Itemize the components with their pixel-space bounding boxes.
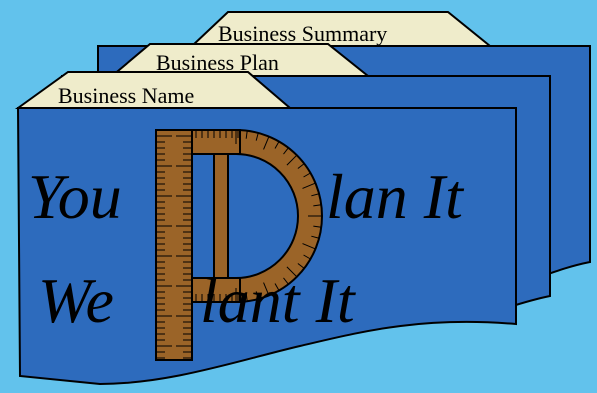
slogan-plan-it: lan It bbox=[326, 161, 465, 232]
ruler-p-icon bbox=[155, 129, 323, 361]
slogan-plant-it: lant It bbox=[200, 265, 357, 336]
middle-folder-tab-label: Business Plan bbox=[156, 50, 279, 75]
slogan-you: You bbox=[28, 161, 122, 232]
slogan-we: We bbox=[38, 265, 114, 336]
back-folder-tab-label: Business Summary bbox=[218, 21, 387, 46]
front-folder-tab-label: Business Name bbox=[58, 83, 194, 108]
